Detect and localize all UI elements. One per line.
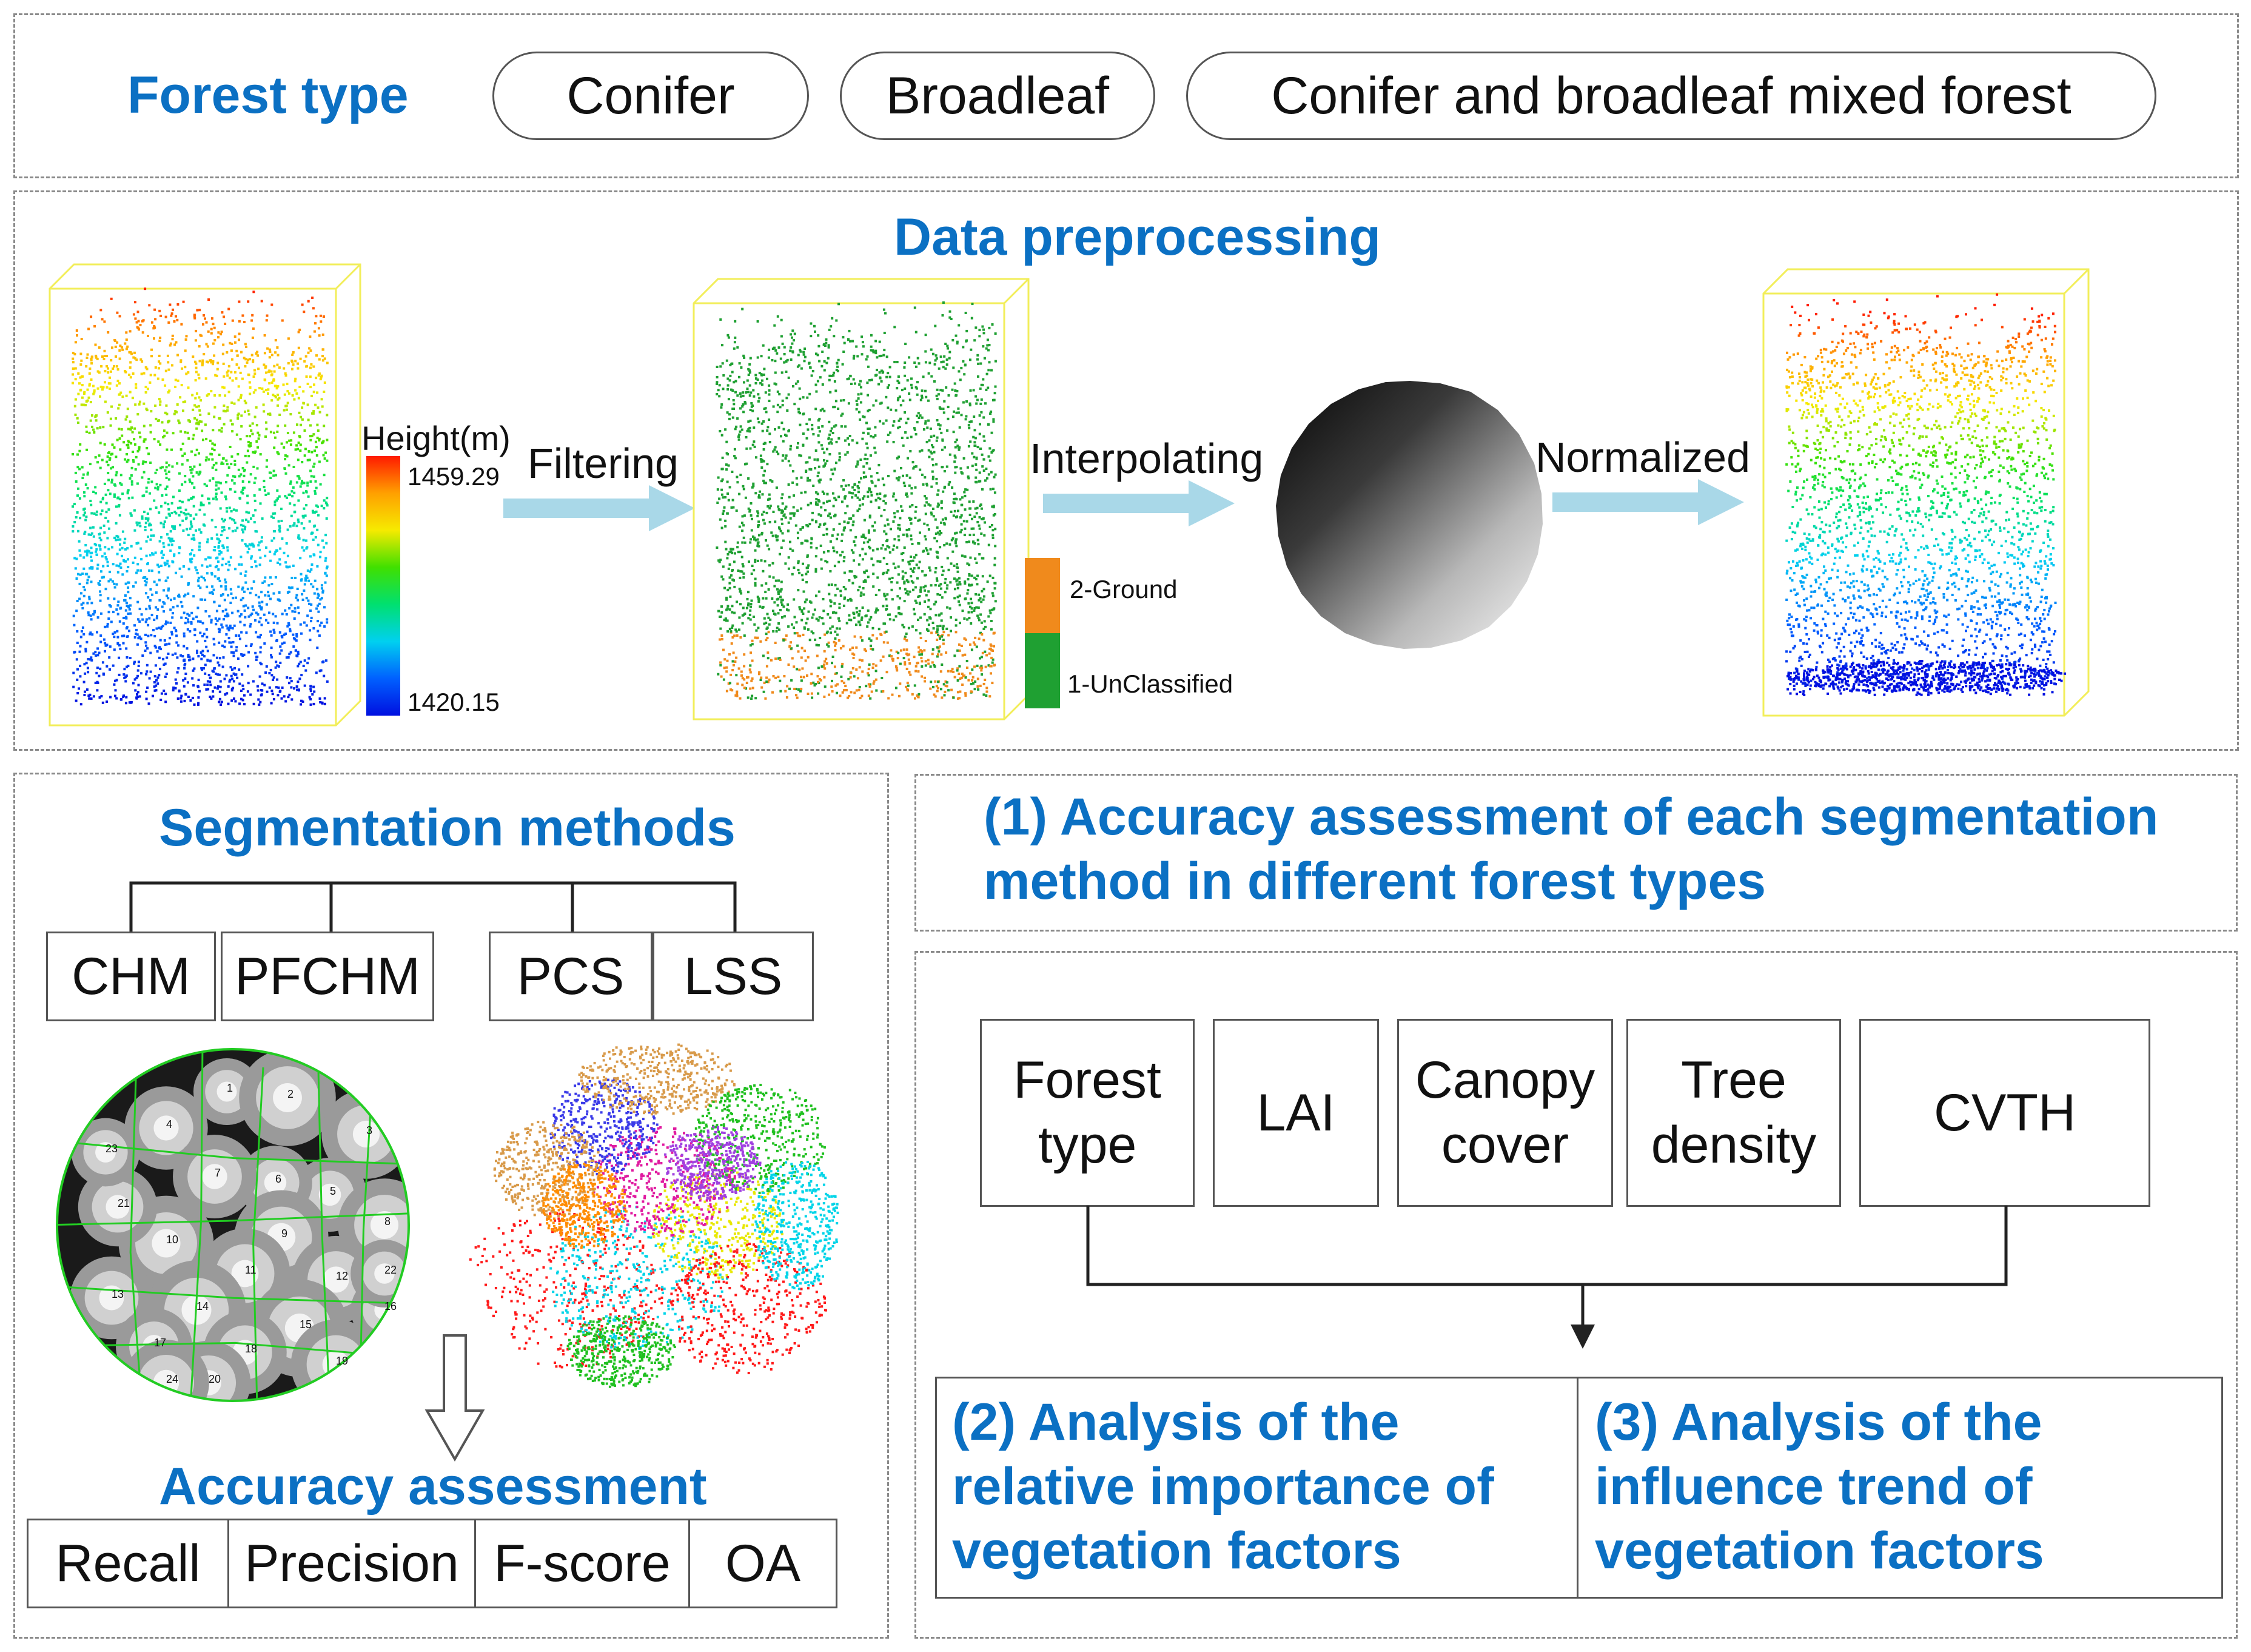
crown-number: 12 [336,1270,348,1282]
crown-number: 19 [336,1355,348,1367]
assessment-line2: method in different forest types [984,852,1766,910]
crown-number: 10 [166,1234,178,1246]
assessment-line1: (1) Accuracy assessment of each segmenta… [984,788,2159,846]
analysis-divider [1577,1377,1578,1599]
analysis3-line2: influence trend of [1595,1457,2033,1516]
factor-cvth: CVTH [1859,1019,2150,1207]
factor-connector [1086,1206,2008,1349]
crown-number: 16 [384,1300,397,1312]
height-min-label: 1420.15 [408,688,500,716]
crown-number: 13 [112,1288,124,1300]
factor-lai: LAI [1213,1019,1379,1207]
crown-number: 6 [275,1173,281,1185]
analysis3-line1: (3) Analysis of the [1595,1393,2042,1451]
crown-number: 24 [166,1373,178,1385]
interpolating-label: Interpolating [1030,435,1264,482]
crown-number: 17 [154,1337,166,1349]
crown-number: 14 [196,1300,209,1312]
method-pfchm: PFCHM [221,932,434,1021]
factor-lai-label: LAI [1256,1083,1335,1142]
option-conifer: Conifer [492,52,809,140]
down-arrow [424,1334,485,1462]
assessment-panel [914,774,2238,932]
ground-label: 2-Ground [1070,575,1178,603]
crown-number: 7 [215,1167,221,1179]
height-max-label: 1459.29 [408,462,500,491]
crown-number: 21 [118,1197,130,1209]
crown-number: 18 [245,1343,257,1355]
metric-precision: Precision [227,1519,476,1608]
factors-panel [914,951,2238,1639]
crown-number: 5 [330,1185,336,1197]
factor-tree-density-line2: density [1651,1116,1817,1174]
crown-number: 23 [106,1143,118,1155]
method-tree-connector [129,881,737,935]
crown-number: 11 [245,1264,257,1276]
metric-oa: OA [688,1519,837,1608]
crown-number: 3 [366,1124,372,1137]
metric-f-score: F-score [474,1519,690,1608]
dem-disc [1276,381,1543,649]
factor-canopy-cover: Canopy cover [1397,1019,1613,1207]
preprocessing-title: Data preprocessing [894,208,1381,266]
crown-number: 20 [209,1373,221,1385]
normalized-arrow [1552,479,1744,525]
option-mixed-forest: Conifer and broadleaf mixed forest [1186,52,2156,140]
factor-forest-type: Forest type [980,1019,1195,1207]
crown-number: 4 [166,1118,172,1130]
forest-type-title: Forest type [127,66,409,124]
raw-point-cloud [49,263,361,727]
factor-tree-density: Tree density [1626,1019,1841,1207]
crown-number: 8 [384,1215,391,1227]
segmentation-title: Segmentation methods [159,799,736,857]
crown-number: 22 [384,1264,397,1276]
filtering-arrow [503,485,695,531]
analysis-box [935,1377,2223,1599]
ground-swatch [1025,558,1060,633]
preprocessing-panel [13,190,2239,751]
unclassified-swatch [1025,633,1060,708]
unclassified-label: 1-UnClassified [1067,670,1233,698]
factor-forest-type-line2: type [1038,1116,1137,1174]
pcs-segmentation-map [469,1043,839,1388]
height-legend-title: Height(m) [361,419,511,457]
factor-canopy-cover-line2: cover [1441,1116,1569,1174]
factor-tree-density-line1: Tree [1681,1050,1786,1109]
normalized-point-cloud [1762,268,2090,717]
crown-number: 2 [287,1088,294,1100]
interpolating-arrow [1043,480,1235,526]
forest-type-panel [13,13,2239,178]
method-chm: CHM [46,932,216,1021]
method-lss: LSS [652,932,814,1021]
analysis2-line2: relative importance of [952,1457,1494,1516]
analysis2-line1: (2) Analysis of the [952,1393,1400,1451]
method-pcs: PCS [489,932,652,1021]
filtered-point-cloud [693,278,1030,720]
height-color-bar [366,456,400,716]
segmentation-panel [13,773,889,1639]
factor-canopy-cover-line1: Canopy [1415,1050,1595,1109]
factor-cvth-label: CVTH [1933,1083,2076,1142]
accuracy-title: Accuracy assessment [159,1457,707,1516]
crown-number: 15 [300,1318,312,1331]
option-broadleaf: Broadleaf [840,52,1155,140]
metric-recall: Recall [27,1519,229,1608]
factor-forest-type-line1: Forest [1013,1050,1161,1109]
analysis2-line3: vegetation factors [952,1522,1401,1580]
crown-number: 1 [227,1082,233,1094]
crown-number: 9 [281,1227,287,1240]
analysis3-line3: vegetation factors [1595,1522,2044,1580]
filtering-label: Filtering [528,440,679,487]
normalized-label: Normalized [1535,434,1750,481]
